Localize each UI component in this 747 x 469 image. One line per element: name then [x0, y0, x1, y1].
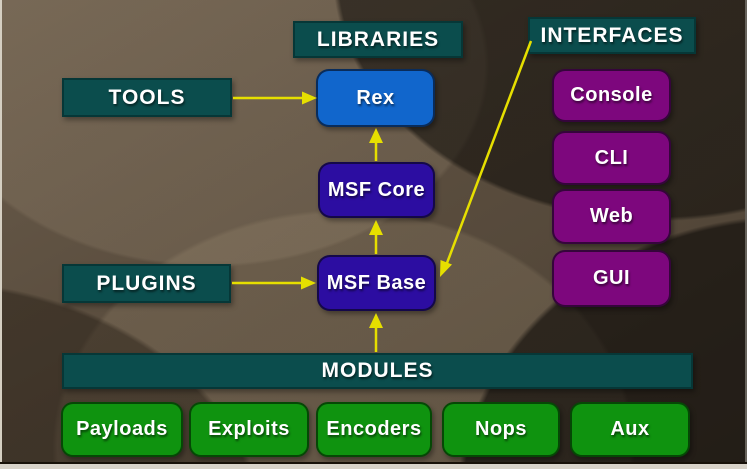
arrow-interfaces-to-msfbase — [440, 40, 533, 277]
slide-right-edge — [745, 0, 747, 469]
modules-header: MODULES — [62, 353, 693, 389]
slide-left-edge — [0, 0, 2, 469]
interface-item-cli: CLI — [552, 131, 671, 185]
arrow-plugins-to-msfbase — [232, 276, 316, 290]
interfaces-header: INTERFACES — [528, 17, 696, 54]
module-item-aux: Aux — [570, 402, 690, 457]
interface-item-console: Console — [552, 69, 671, 122]
interface-item-web: Web — [552, 189, 671, 244]
tools-header: TOOLS — [62, 78, 232, 117]
libraries-header: LIBRARIES — [293, 21, 463, 58]
node-msf-core: MSF Core — [318, 162, 435, 218]
interface-item-gui: GUI — [552, 250, 671, 307]
module-item-encoders: Encoders — [316, 402, 432, 457]
node-rex: Rex — [316, 69, 435, 127]
module-item-exploits: Exploits — [189, 402, 309, 457]
arrow-msfcore-to-rex — [369, 128, 383, 161]
module-item-payloads: Payloads — [61, 402, 183, 457]
arrow-msfbase-to-msfcore — [369, 220, 383, 254]
slide-bottom-edge — [0, 462, 747, 469]
arrow-modules-to-msfbase — [369, 313, 383, 352]
module-item-nops: Nops — [442, 402, 560, 457]
plugins-header: PLUGINS — [62, 264, 231, 303]
node-msf-base: MSF Base — [317, 255, 436, 311]
arrow-tools-to-rex — [233, 91, 317, 105]
